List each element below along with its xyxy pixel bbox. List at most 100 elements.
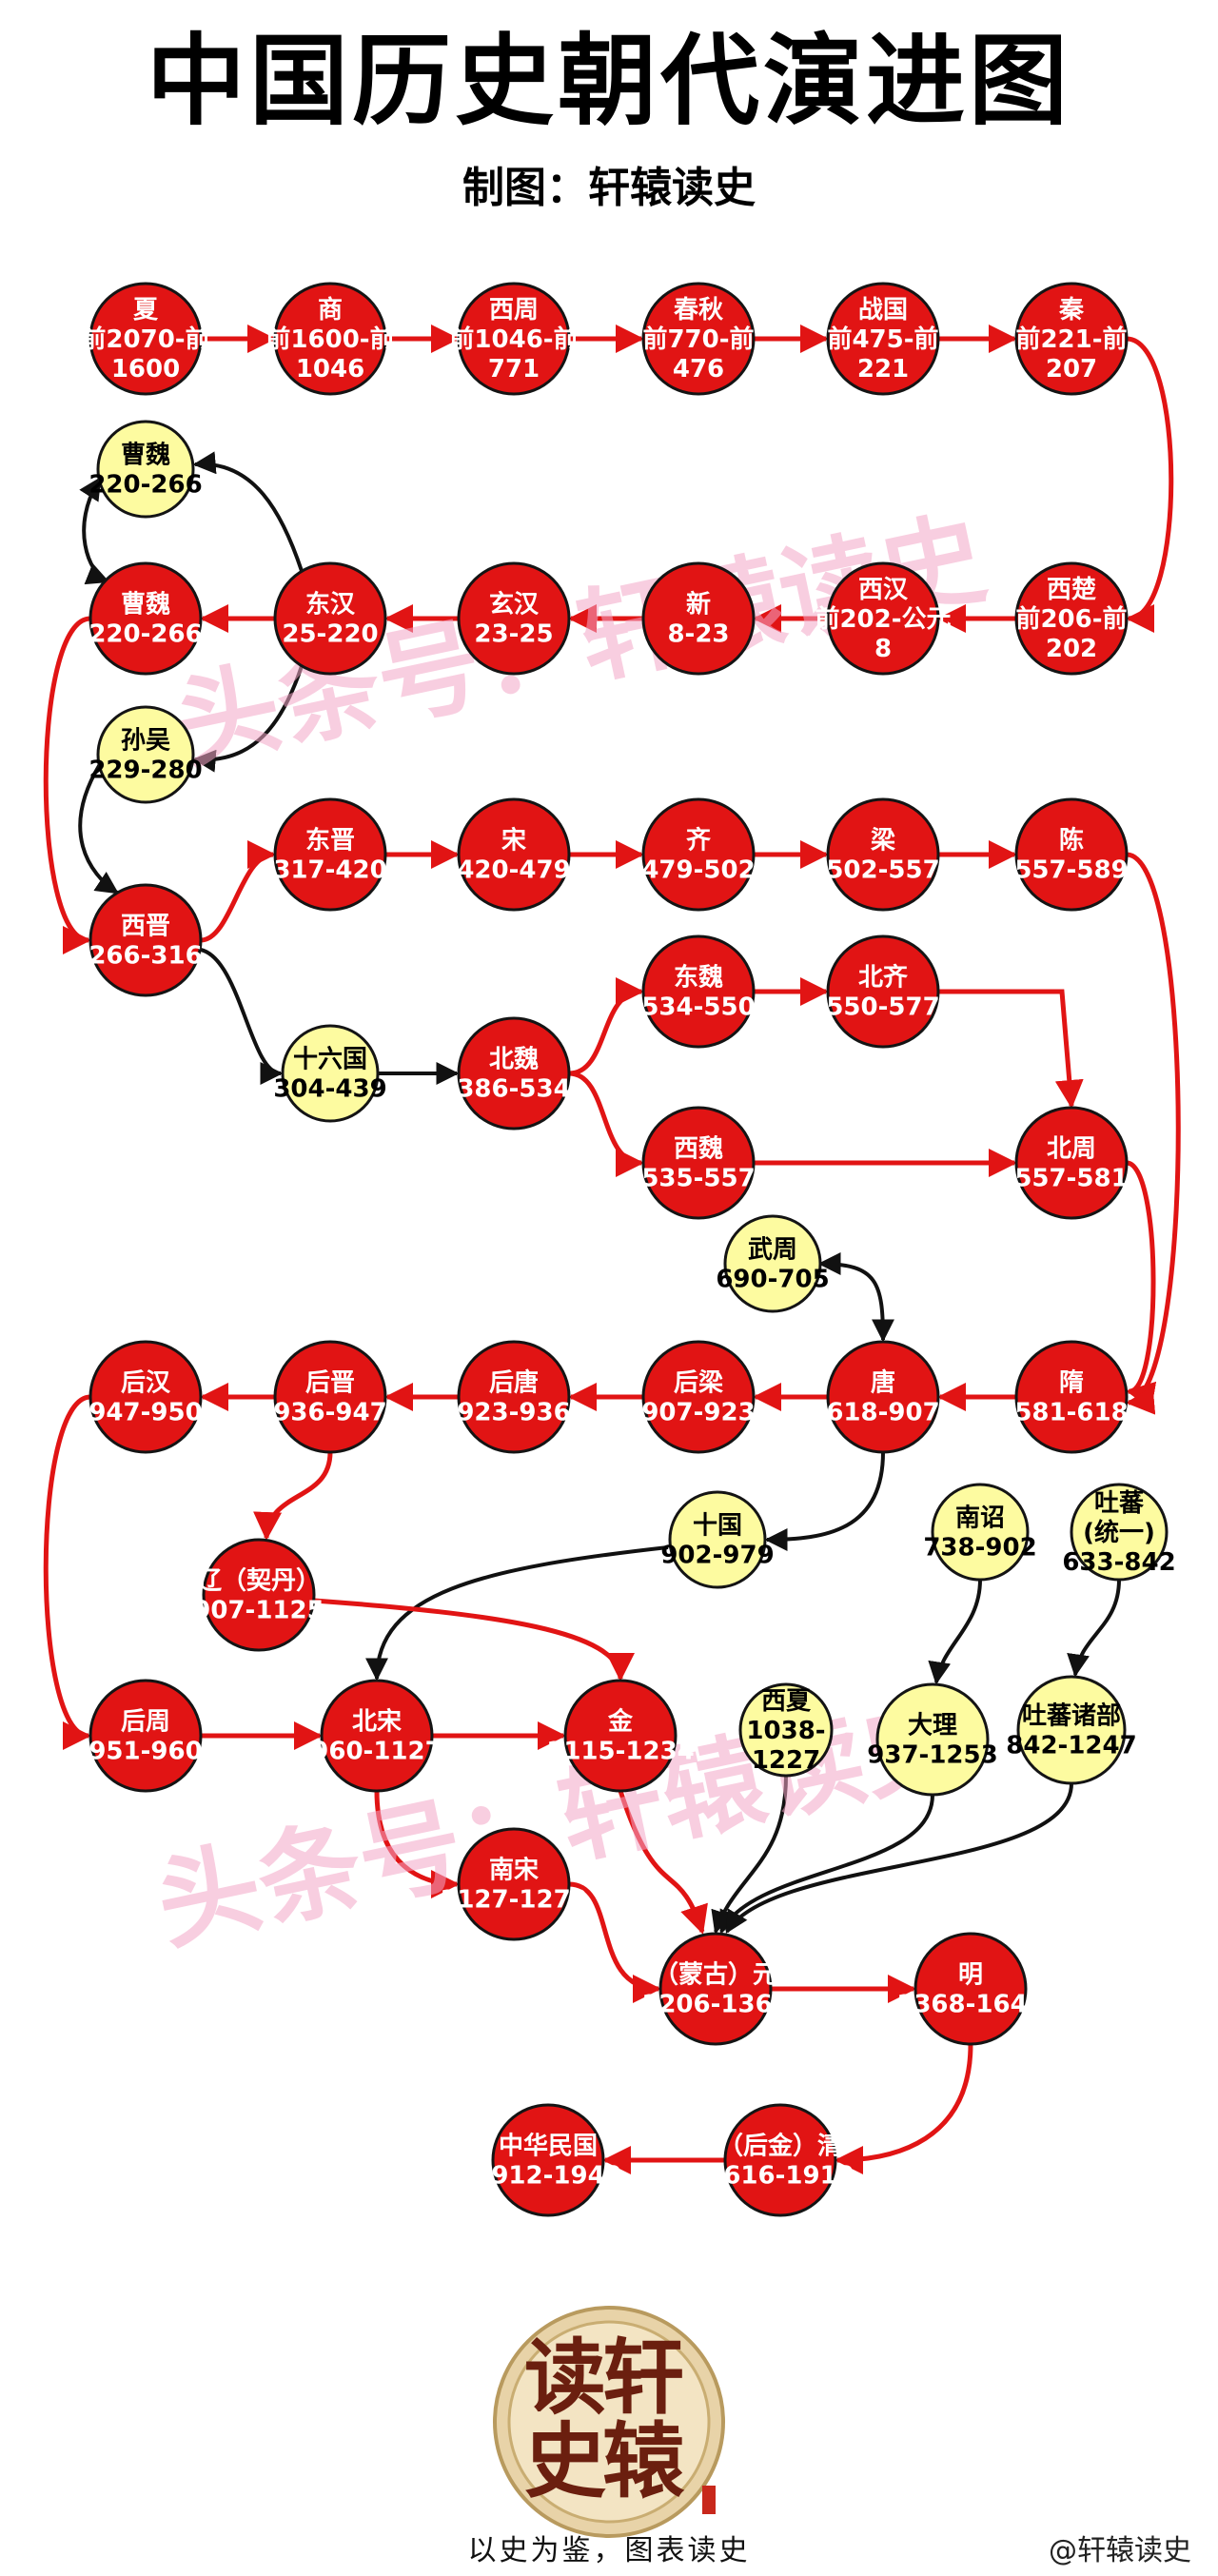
- dynasty-name: 齐: [686, 826, 712, 855]
- dynasty-node-circle: [826, 282, 940, 396]
- dynasty-name: 唐: [871, 1368, 895, 1398]
- edge-beisong-to-nansong: [374, 1790, 460, 1898]
- dynasty-name: 夏: [133, 296, 159, 324]
- seal-char-1: 轩: [602, 2330, 684, 2426]
- dynasty-node-circle: [457, 282, 571, 396]
- edges-layer: [43, 324, 1181, 2174]
- dynasty-years: 1616-1912: [706, 2162, 855, 2191]
- dynasty-years: 220-266: [88, 620, 202, 649]
- dynasty-node-circle: [457, 1340, 571, 1454]
- edge-nansong-to-yuan: [568, 1881, 661, 2003]
- dynasty-node-circle: [738, 1682, 834, 1778]
- dynasty-name: 北宋: [352, 1708, 402, 1737]
- dynasty-years: 1912-1949: [474, 2162, 622, 2191]
- dynasty-node-circle: [88, 1340, 203, 1454]
- dynasty-node-circle: [457, 1827, 571, 1941]
- dynasty-name: 后晋: [305, 1369, 355, 1398]
- dynasty-name: （蒙古）元: [654, 1961, 777, 1990]
- dynasty-years: 633-842: [1062, 1548, 1175, 1577]
- dynasty-node-circle: [931, 1483, 1030, 1582]
- dynasty-node-circle: [723, 2103, 837, 2217]
- dynasty-years: 1227: [752, 1746, 820, 1775]
- dynasty-years: 前1600-前: [265, 324, 394, 354]
- edge-caowei_y-to-caowei: [79, 476, 110, 585]
- dynasty-name: 隋: [1059, 1369, 1084, 1398]
- seal-char-4: 史: [524, 2413, 606, 2509]
- dynasty-node-circle: [202, 1538, 316, 1652]
- edge-liao-to-jin: [313, 1598, 635, 1681]
- dynasty-years: 1368-1644: [896, 1991, 1045, 2019]
- dynasty-years: (统一): [1083, 1518, 1155, 1547]
- dynasty-years: 581-618: [1014, 1399, 1128, 1427]
- dynasty-node-circle: [641, 1340, 756, 1454]
- dynasty-node-circle: [641, 797, 756, 912]
- dynasty-years: 907-923: [641, 1399, 755, 1427]
- dynasty-years: 207: [1046, 355, 1097, 383]
- dynasty-node-circle: [641, 1106, 756, 1220]
- dynasty-name: 北魏: [489, 1046, 539, 1074]
- dynasty-years: 902-979: [660, 1542, 774, 1570]
- dynasty-node-circle: [826, 1340, 940, 1454]
- dynasty-node-circle: [641, 282, 756, 396]
- edge-beiqi-to-beizhou: [938, 989, 1084, 1109]
- watermark-2: 头条号：轩辕读史: [147, 1679, 975, 1966]
- dynasty-name: 新: [686, 590, 711, 619]
- dynasty-name: 西汉: [858, 576, 909, 604]
- dynasty-node-circle: [273, 561, 387, 676]
- dynasty-node-circle: [1014, 1340, 1129, 1454]
- edge-tubozhubu-to-yuan: [725, 1782, 1073, 1935]
- edge-houjin-to-liao: [253, 1451, 333, 1541]
- dynasty-years: 479-502: [641, 856, 755, 885]
- dynasty-node-circle: [96, 420, 195, 519]
- page-subtitle: 制图：轩辕读史: [462, 164, 756, 212]
- dynasty-node-circle: [457, 561, 571, 676]
- dynasty-name: 西晋: [121, 913, 170, 941]
- dynasty-node-circle: [1014, 1106, 1129, 1220]
- dynasty-years: 1206-1368: [641, 1991, 790, 2019]
- dynasty-name: 十国: [693, 1512, 742, 1541]
- dynasty-name: 武周: [748, 1236, 797, 1265]
- edge-beiwei-to-xiwei: [568, 1071, 644, 1177]
- dynasty-name: 后汉: [121, 1369, 171, 1398]
- dynasty-node-circle: [96, 705, 195, 804]
- dynasty-name: 西夏: [761, 1687, 812, 1716]
- dynasty-years: 557-581: [1014, 1165, 1128, 1193]
- dynasty-name: 吐蕃: [1094, 1489, 1145, 1518]
- dynasty-years: 266-316: [88, 942, 202, 971]
- dynasty-name: 战国: [858, 296, 908, 324]
- edge-qin-to-xichu: [1126, 336, 1174, 633]
- edge-tubo-to-tubozhubu: [1067, 1579, 1121, 1678]
- dynasty-node-circle: [563, 1679, 678, 1793]
- dynasty-node-circle: [88, 561, 203, 676]
- dynasty-name: 孙吴: [121, 727, 170, 756]
- dynasty-node-circle: [723, 1214, 822, 1313]
- dynasty-node-circle: [658, 1932, 773, 2046]
- dynasty-years: 317-420: [273, 856, 386, 885]
- dynasty-name: （后金）清: [718, 2132, 842, 2161]
- dynasty-years: 前770-前: [642, 324, 754, 354]
- edge-shiguo-to-beisong: [365, 1545, 669, 1681]
- dynasty-name: 西楚: [1047, 576, 1096, 604]
- dynasty-years: 25-220: [282, 620, 378, 649]
- dynasty-name: 宋: [501, 827, 526, 855]
- seal-char-3: 读: [524, 2330, 606, 2426]
- dynasty-years: 304-439: [273, 1075, 386, 1104]
